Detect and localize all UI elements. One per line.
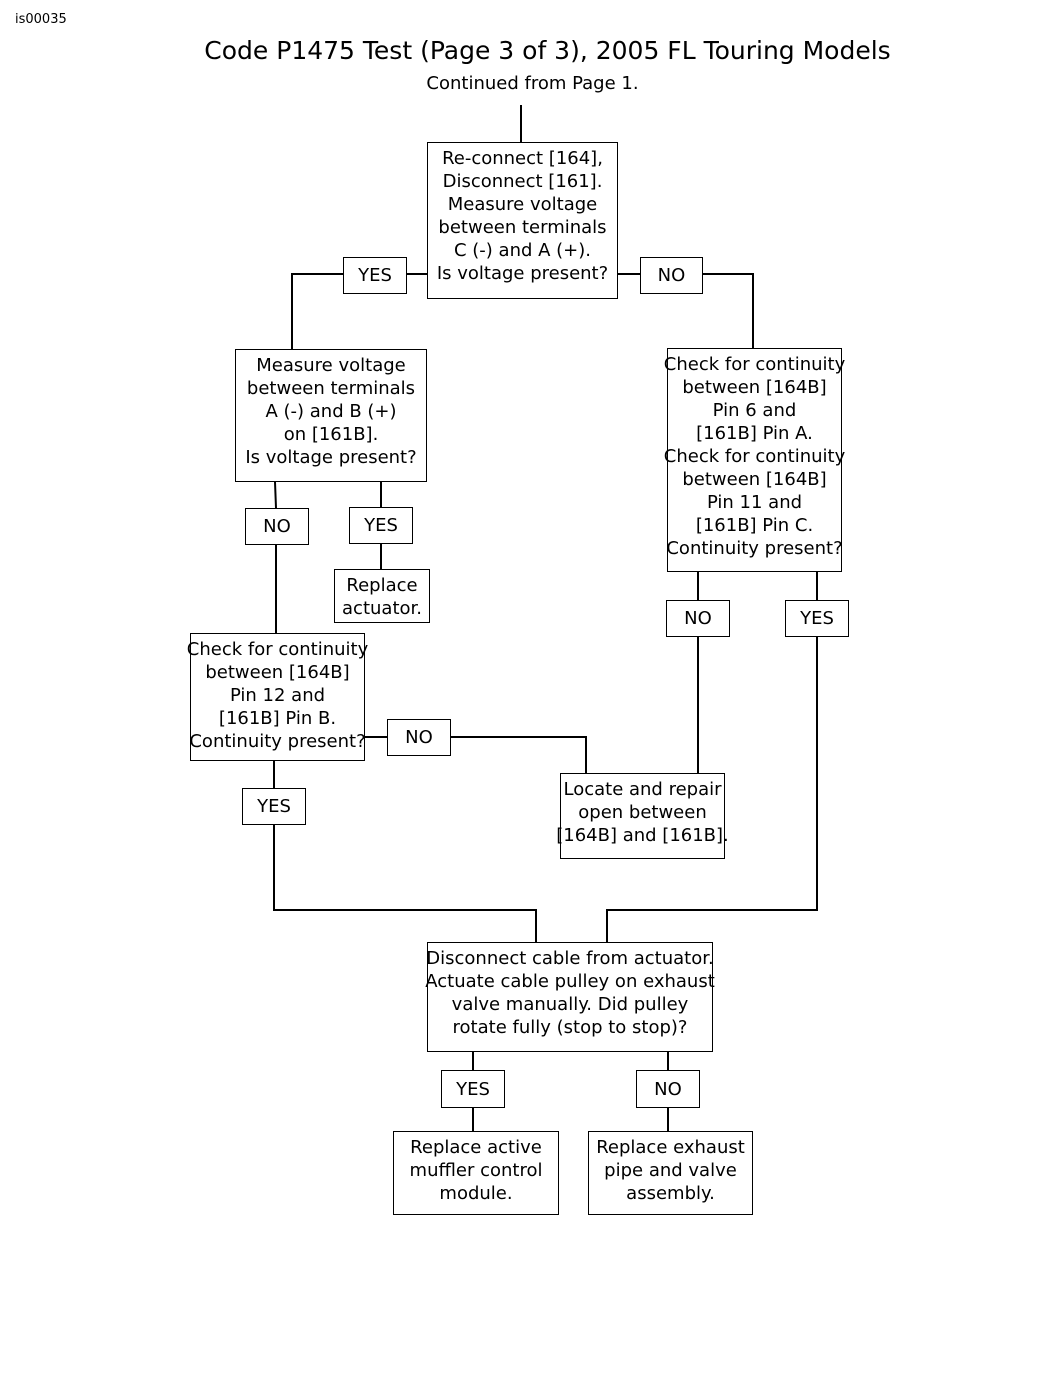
step4-text: Check for continuity between [164B] Pin … [186, 639, 369, 752]
step4-yes-label: YES [242, 788, 306, 825]
step3-yes-label: YES [785, 600, 849, 637]
step2-yes-label: YES [349, 507, 413, 544]
step5-yes-label: YES [441, 1070, 505, 1108]
diagram-subtitle: Continued from Page 1. [426, 73, 639, 94]
step3-text: Check for continuity between [164B] Pin … [663, 354, 846, 559]
figure-id: is00035 [15, 12, 67, 27]
locate-repair-text: Locate and repair open between [164B] an… [556, 779, 729, 846]
step4-no-label: NO [387, 719, 451, 756]
connector-step4-yes [273, 761, 537, 942]
step2-box: Measure voltage between terminals A (-) … [235, 349, 427, 482]
step1-yes-label: YES [343, 257, 407, 294]
diagram-title: Code P1475 Test (Page 3 of 3), 2005 FL T… [204, 36, 891, 65]
step3-box: Check for continuity between [164B] Pin … [663, 348, 846, 572]
replace-module-text: Replace active muffler control module. [409, 1137, 543, 1204]
step2-text: Measure voltage between terminals A (-) … [245, 355, 417, 468]
step5-text: Disconnect cable from actuator. Actuate … [425, 948, 715, 1038]
step4-box: Check for continuity between [164B] Pin … [186, 633, 369, 761]
connector-step4-no [364, 736, 587, 773]
connector-step2-no [274, 481, 277, 633]
step5-box: Disconnect cable from actuator. Actuate … [425, 942, 715, 1052]
step1-text: Re-connect [164], Disconnect [161]. Meas… [436, 148, 609, 284]
step3-no-label: NO [666, 600, 730, 637]
replace-pipe-text: Replace exhaust pipe and valve assembly. [596, 1137, 745, 1204]
connector-step3-yes [606, 572, 818, 942]
step2-no-label: NO [245, 508, 309, 545]
step1-box: Re-connect [164], Disconnect [161]. Meas… [427, 142, 618, 299]
replace-actuator-box: Replace actuator. [334, 569, 430, 623]
step1-no-label: NO [640, 257, 703, 294]
locate-repair-box: Locate and repair open between [164B] an… [556, 773, 729, 859]
step5-no-label: NO [636, 1070, 700, 1108]
replace-module-box: Replace active muffler control module. [393, 1131, 559, 1215]
replace-actuator-text: Replace actuator. [342, 575, 422, 619]
replace-pipe-box: Replace exhaust pipe and valve assembly. [588, 1131, 753, 1215]
